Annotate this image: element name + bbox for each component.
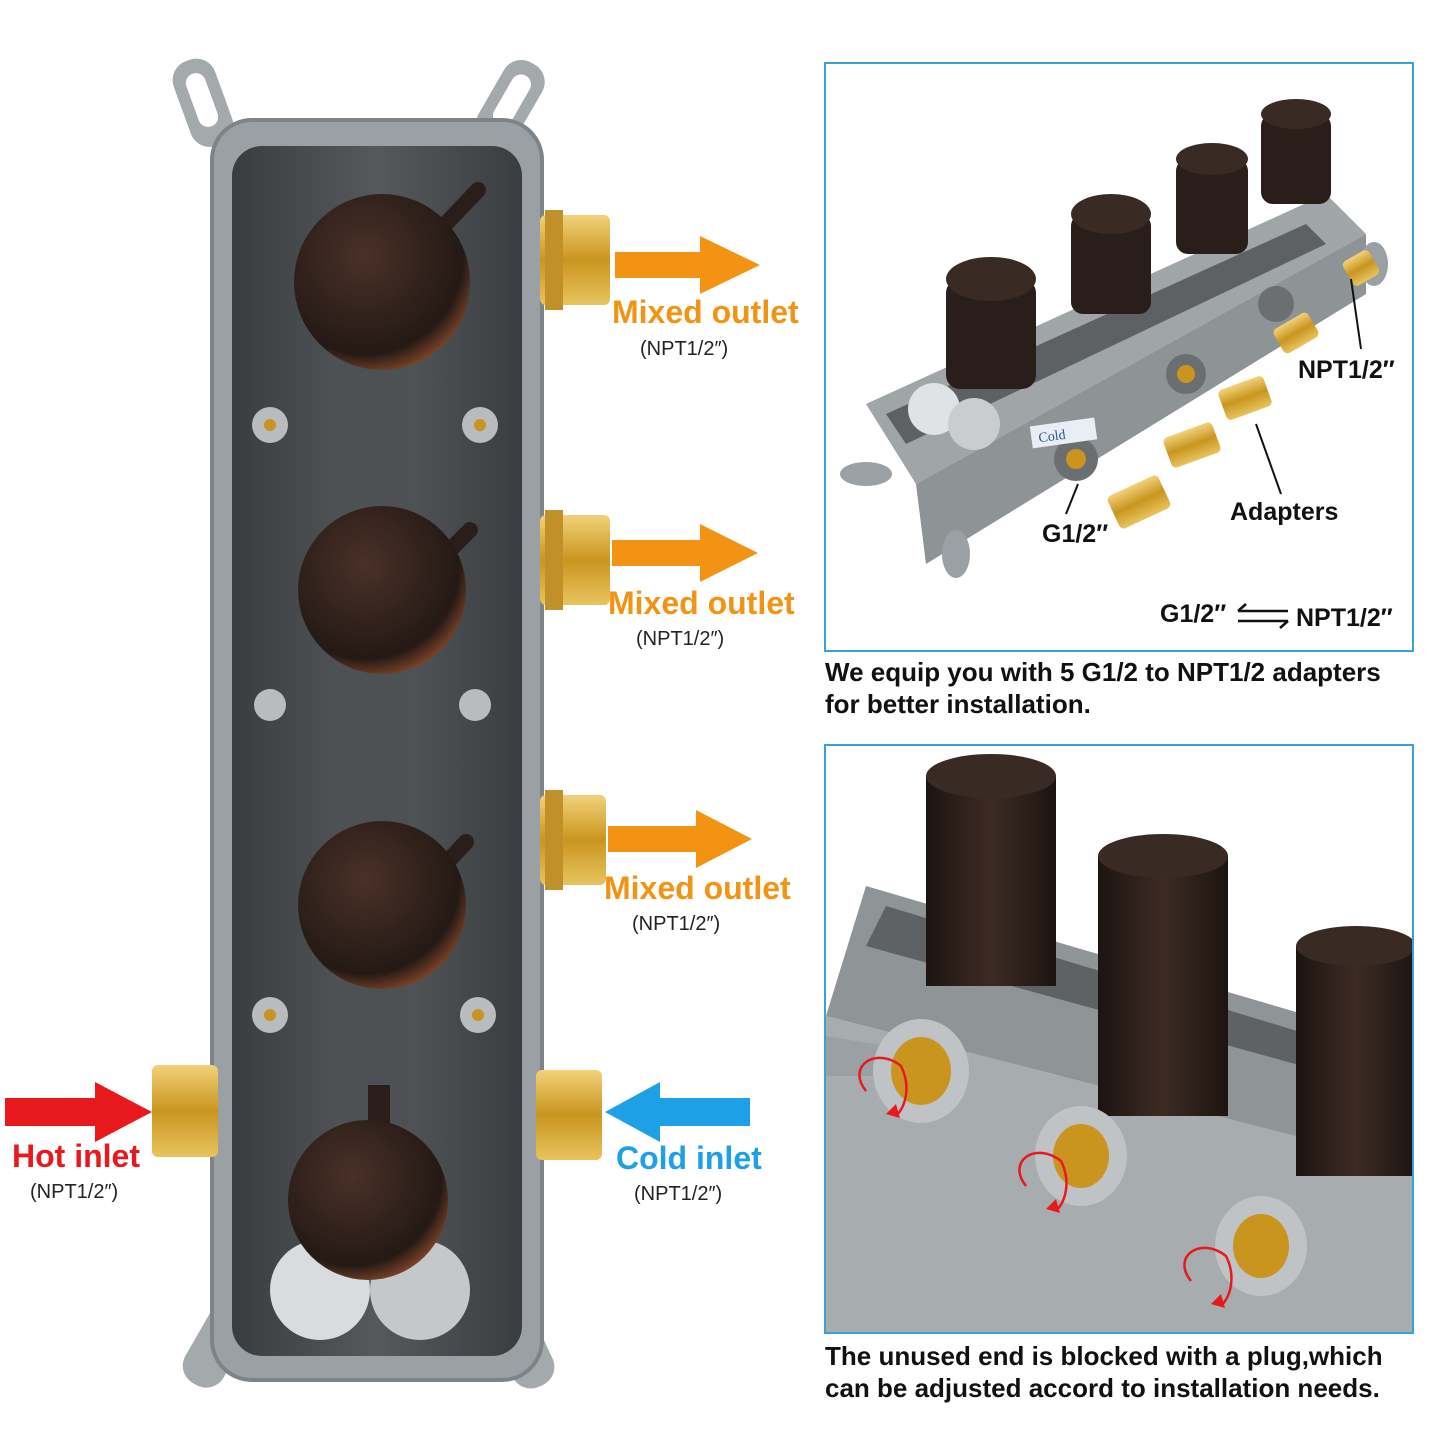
right-port-3 bbox=[540, 790, 606, 890]
outlet-arrow-3 bbox=[608, 810, 752, 868]
adapters-caption-line1: We equip you with 5 G1/2 to NPT1/2 adapt… bbox=[825, 657, 1381, 687]
plug-panel bbox=[824, 744, 1414, 1334]
outlet-3-spec: (NPT1/2″) bbox=[632, 913, 721, 935]
valve-body-illustration bbox=[5, 58, 760, 1389]
plug-caption-line1: The unused end is blocked with a plug,wh… bbox=[825, 1341, 1383, 1371]
adapters-callout: Adapters bbox=[1230, 498, 1339, 526]
outlet-1-title: Mixed outlet bbox=[612, 294, 799, 330]
adapters-caption-line2: for better installation. bbox=[825, 689, 1091, 719]
hot-inlet-title: Hot inlet bbox=[12, 1138, 140, 1174]
cold-inlet-title: Cold inlet bbox=[616, 1140, 762, 1176]
knob-thermostatic bbox=[270, 1085, 470, 1340]
outlet-2-title: Mixed outlet bbox=[608, 585, 795, 621]
cold-tag: Cold bbox=[1038, 428, 1067, 447]
knob-2 bbox=[298, 506, 478, 674]
right-port-1 bbox=[540, 210, 610, 310]
outlet-2-spec: (NPT1/2″) bbox=[636, 628, 725, 650]
npt-callout: NPT1/2″ bbox=[1298, 356, 1395, 384]
right-port-4 bbox=[536, 1070, 602, 1160]
g-callout: G1/2″ bbox=[1042, 520, 1109, 548]
knob-1 bbox=[294, 182, 486, 370]
cold-inlet-spec: (NPT1/2″) bbox=[634, 1183, 723, 1205]
adapters-photo: Cold bbox=[840, 99, 1388, 629]
mounting-ear-top-left bbox=[172, 58, 234, 147]
cold-inlet-arrow bbox=[605, 1082, 750, 1142]
conversion-right: NPT1/2″ bbox=[1296, 604, 1393, 632]
rotate-arrow-icons bbox=[858, 1056, 1233, 1308]
knob-3 bbox=[298, 821, 474, 989]
outlet-3-title: Mixed outlet bbox=[604, 870, 791, 906]
adapters-panel: Cold NPT1/2″ Adapters G1/2″ G1/2″ NPT1/2… bbox=[824, 62, 1414, 652]
right-port-2 bbox=[540, 510, 610, 610]
left-port-hot bbox=[152, 1065, 218, 1157]
hot-inlet-spec: (NPT1/2″) bbox=[30, 1181, 119, 1203]
outlet-arrow-1 bbox=[615, 236, 760, 294]
outlet-1-spec: (NPT1/2″) bbox=[640, 338, 729, 360]
hot-inlet-arrow bbox=[5, 1082, 152, 1142]
conversion-left: G1/2″ bbox=[1160, 600, 1227, 628]
conversion-arrows-icon bbox=[1237, 603, 1289, 629]
plug-photo bbox=[826, 754, 1412, 1332]
plug-caption-line2: can be adjusted accord to installation n… bbox=[825, 1373, 1380, 1403]
outlet-arrow-2 bbox=[612, 524, 758, 582]
